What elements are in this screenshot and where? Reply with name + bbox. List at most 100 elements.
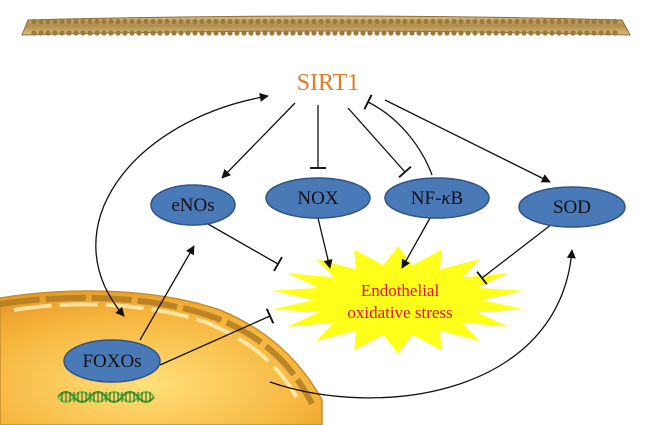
inhibit-foxos-to-stress <box>159 308 275 366</box>
membrane-bead <box>255 18 261 25</box>
membrane-bead <box>164 30 170 36</box>
node-nox-label: NOX <box>297 188 338 209</box>
membrane-bead <box>108 18 114 25</box>
membrane-bead <box>80 30 86 36</box>
cell-icon <box>0 290 323 425</box>
membrane-bead <box>31 30 37 36</box>
node-enos-label: eNOs <box>171 195 214 216</box>
membrane-bead <box>423 18 429 25</box>
membrane-bead <box>528 18 534 25</box>
membrane-bead <box>381 18 387 25</box>
membrane-bead <box>45 30 51 36</box>
membrane-bead <box>136 18 142 25</box>
membrane-bead <box>521 18 527 25</box>
pathway-links <box>95 92 576 399</box>
arrow-sirt1-foxos-bidirectional <box>95 92 269 317</box>
membrane-bead <box>458 30 464 36</box>
membrane-bead <box>311 30 317 36</box>
node-nox: NOX <box>265 177 371 219</box>
membrane-bead <box>213 18 219 25</box>
membrane-bead <box>136 30 142 36</box>
membrane-bead <box>535 18 541 25</box>
membrane-bead <box>367 30 373 36</box>
membrane-bead <box>493 18 499 25</box>
membrane-bead <box>472 30 478 36</box>
inhibit-sirt1-to-nfkb <box>347 107 412 179</box>
membrane-bead <box>444 30 450 36</box>
membrane-bead <box>283 18 289 25</box>
inhibit-enos-to-stress <box>207 223 283 272</box>
membrane-bead <box>276 18 282 25</box>
membrane-bead <box>213 30 219 36</box>
stress-label-line2: oxidative stress <box>347 303 452 322</box>
membrane-bead <box>157 18 163 25</box>
membrane-bead <box>451 30 457 36</box>
membrane-bead <box>262 30 268 36</box>
membrane-bead <box>199 18 205 25</box>
membrane-bead <box>318 30 324 36</box>
arrow-foxos-to-sod <box>269 249 576 399</box>
membrane-bead <box>178 18 184 25</box>
membrane-bead <box>353 30 359 36</box>
membrane-bead <box>570 30 576 36</box>
membrane-bead <box>318 18 324 25</box>
membrane-bead <box>290 18 296 25</box>
membrane-bead <box>171 18 177 25</box>
membrane-bead <box>360 30 366 36</box>
membrane-bead <box>220 30 226 36</box>
membrane-bead <box>612 30 618 36</box>
membrane-bead <box>416 30 422 36</box>
membrane-bead <box>549 18 555 25</box>
membrane-bead <box>563 18 569 25</box>
membrane-bead <box>171 30 177 36</box>
membrane-bead <box>353 18 359 25</box>
membrane-bead <box>101 30 107 36</box>
membrane-bead <box>143 18 149 25</box>
membrane-bead <box>220 18 226 25</box>
membrane-bead <box>332 18 338 25</box>
membrane-bead <box>248 30 254 36</box>
membrane-bead <box>577 30 583 36</box>
membrane-bead <box>591 18 597 25</box>
membrane-bead <box>311 18 317 25</box>
membrane-bead <box>486 30 492 36</box>
arrow-foxos-to-enos <box>139 245 195 341</box>
node-foxos-label: FOXOs <box>82 351 141 372</box>
membrane-bead <box>542 30 548 36</box>
membrane-bead <box>374 30 380 36</box>
membrane-bead <box>395 18 401 25</box>
membrane-bead <box>31 18 37 25</box>
membrane-bead <box>304 18 310 25</box>
membrane-bead <box>87 18 93 25</box>
membrane-bead <box>423 30 429 36</box>
membrane-bead <box>129 18 135 25</box>
membrane-bead <box>269 18 275 25</box>
membrane-bead <box>493 30 499 36</box>
membrane-bead <box>605 18 611 25</box>
membrane-bead <box>339 18 345 25</box>
membrane-bead <box>598 18 604 25</box>
membrane-bead <box>367 18 373 25</box>
membrane-bead <box>192 18 198 25</box>
membrane-bead <box>269 30 275 36</box>
membrane-bead <box>437 18 443 25</box>
stress-label-line1: Endothelial <box>361 281 440 300</box>
membrane-bead <box>507 18 513 25</box>
membrane-bead <box>283 30 289 36</box>
membrane-bead <box>584 30 590 36</box>
membrane-bead <box>409 30 415 36</box>
membrane-bead <box>325 18 331 25</box>
membrane-icon <box>21 15 631 36</box>
membrane-bead <box>199 30 205 36</box>
membrane-bead <box>185 18 191 25</box>
membrane-bead <box>297 30 303 36</box>
arrow-sirt1-to-enos <box>221 102 296 179</box>
membrane-bead <box>192 30 198 36</box>
membrane-bead <box>52 18 58 25</box>
membrane-bead <box>402 18 408 25</box>
membrane-bead <box>45 18 51 25</box>
membrane-bead <box>521 30 527 36</box>
membrane-bead <box>290 30 296 36</box>
membrane-bead <box>150 30 156 36</box>
membrane-bead <box>325 30 331 36</box>
